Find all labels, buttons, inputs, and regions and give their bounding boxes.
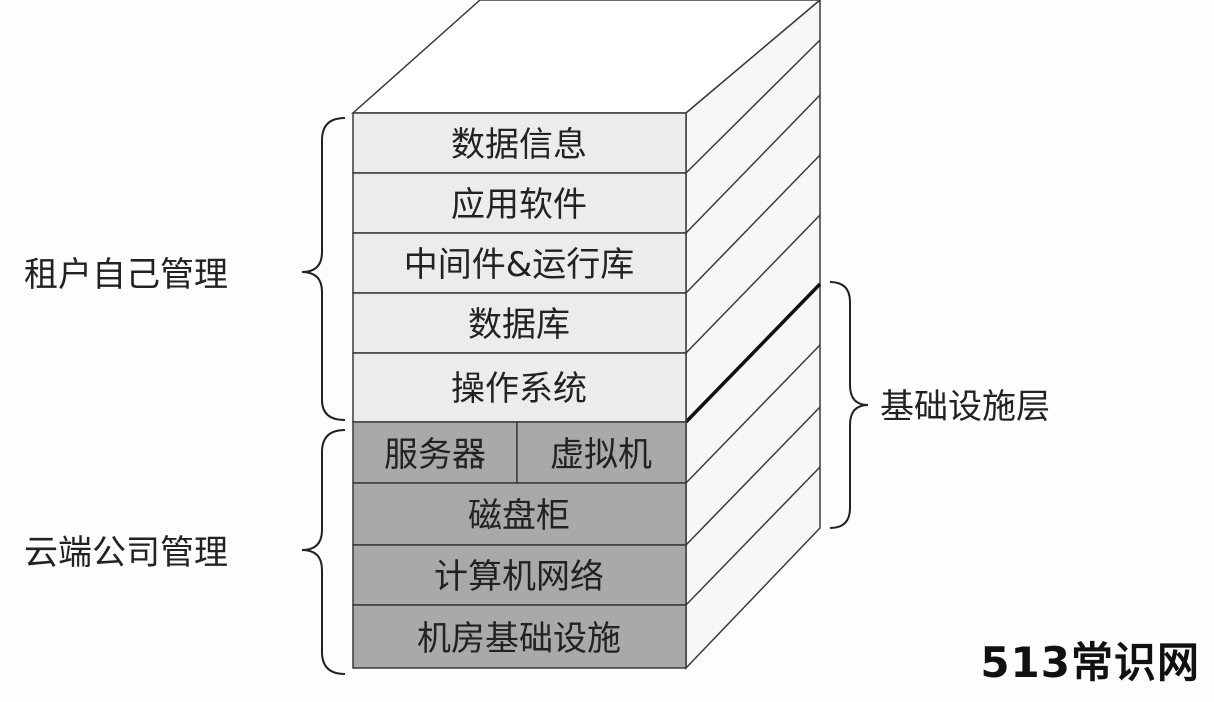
- layer-data-info: [352, 112, 687, 174]
- layer-app-software: [352, 172, 687, 234]
- label-middleware: 中间件&运行库: [404, 245, 635, 285]
- site-watermark: 513常识网: [980, 638, 1200, 687]
- label-datacenter: 机房基础设施: [417, 619, 621, 659]
- cloud-brace: [301, 429, 346, 675]
- label-disk-cabinet: 磁盘柜: [468, 496, 570, 536]
- label-os: 操作系统: [451, 369, 587, 409]
- layer-server: [352, 421, 518, 484]
- layer-vm: [516, 421, 687, 484]
- tenant-layers: [352, 112, 687, 423]
- cloud-layers: [352, 421, 687, 669]
- infrastructure-label: 基础设施层: [880, 387, 1050, 427]
- layer-middleware: [352, 232, 687, 294]
- label-vm: 虚拟机: [550, 435, 652, 475]
- layer-database: [352, 292, 687, 354]
- tenant-managed-label: 租户自己管理: [24, 255, 228, 295]
- label-network: 计算机网络: [434, 557, 604, 597]
- infrastructure-brace: [829, 281, 869, 529]
- layer-os: [352, 352, 687, 423]
- block-right-face: [685, 0, 821, 670]
- label-database: 数据库: [468, 305, 570, 345]
- label-data-info: 数据信息: [451, 125, 587, 165]
- layer-datacenter: [352, 604, 687, 669]
- cloud-managed-label: 云端公司管理: [24, 533, 228, 573]
- label-app-software: 应用软件: [451, 185, 587, 225]
- label-server: 服务器: [384, 435, 486, 475]
- tenant-brace: [301, 117, 346, 421]
- right-face-layer-lines: [684, 39, 822, 606]
- layer-network: [352, 544, 687, 606]
